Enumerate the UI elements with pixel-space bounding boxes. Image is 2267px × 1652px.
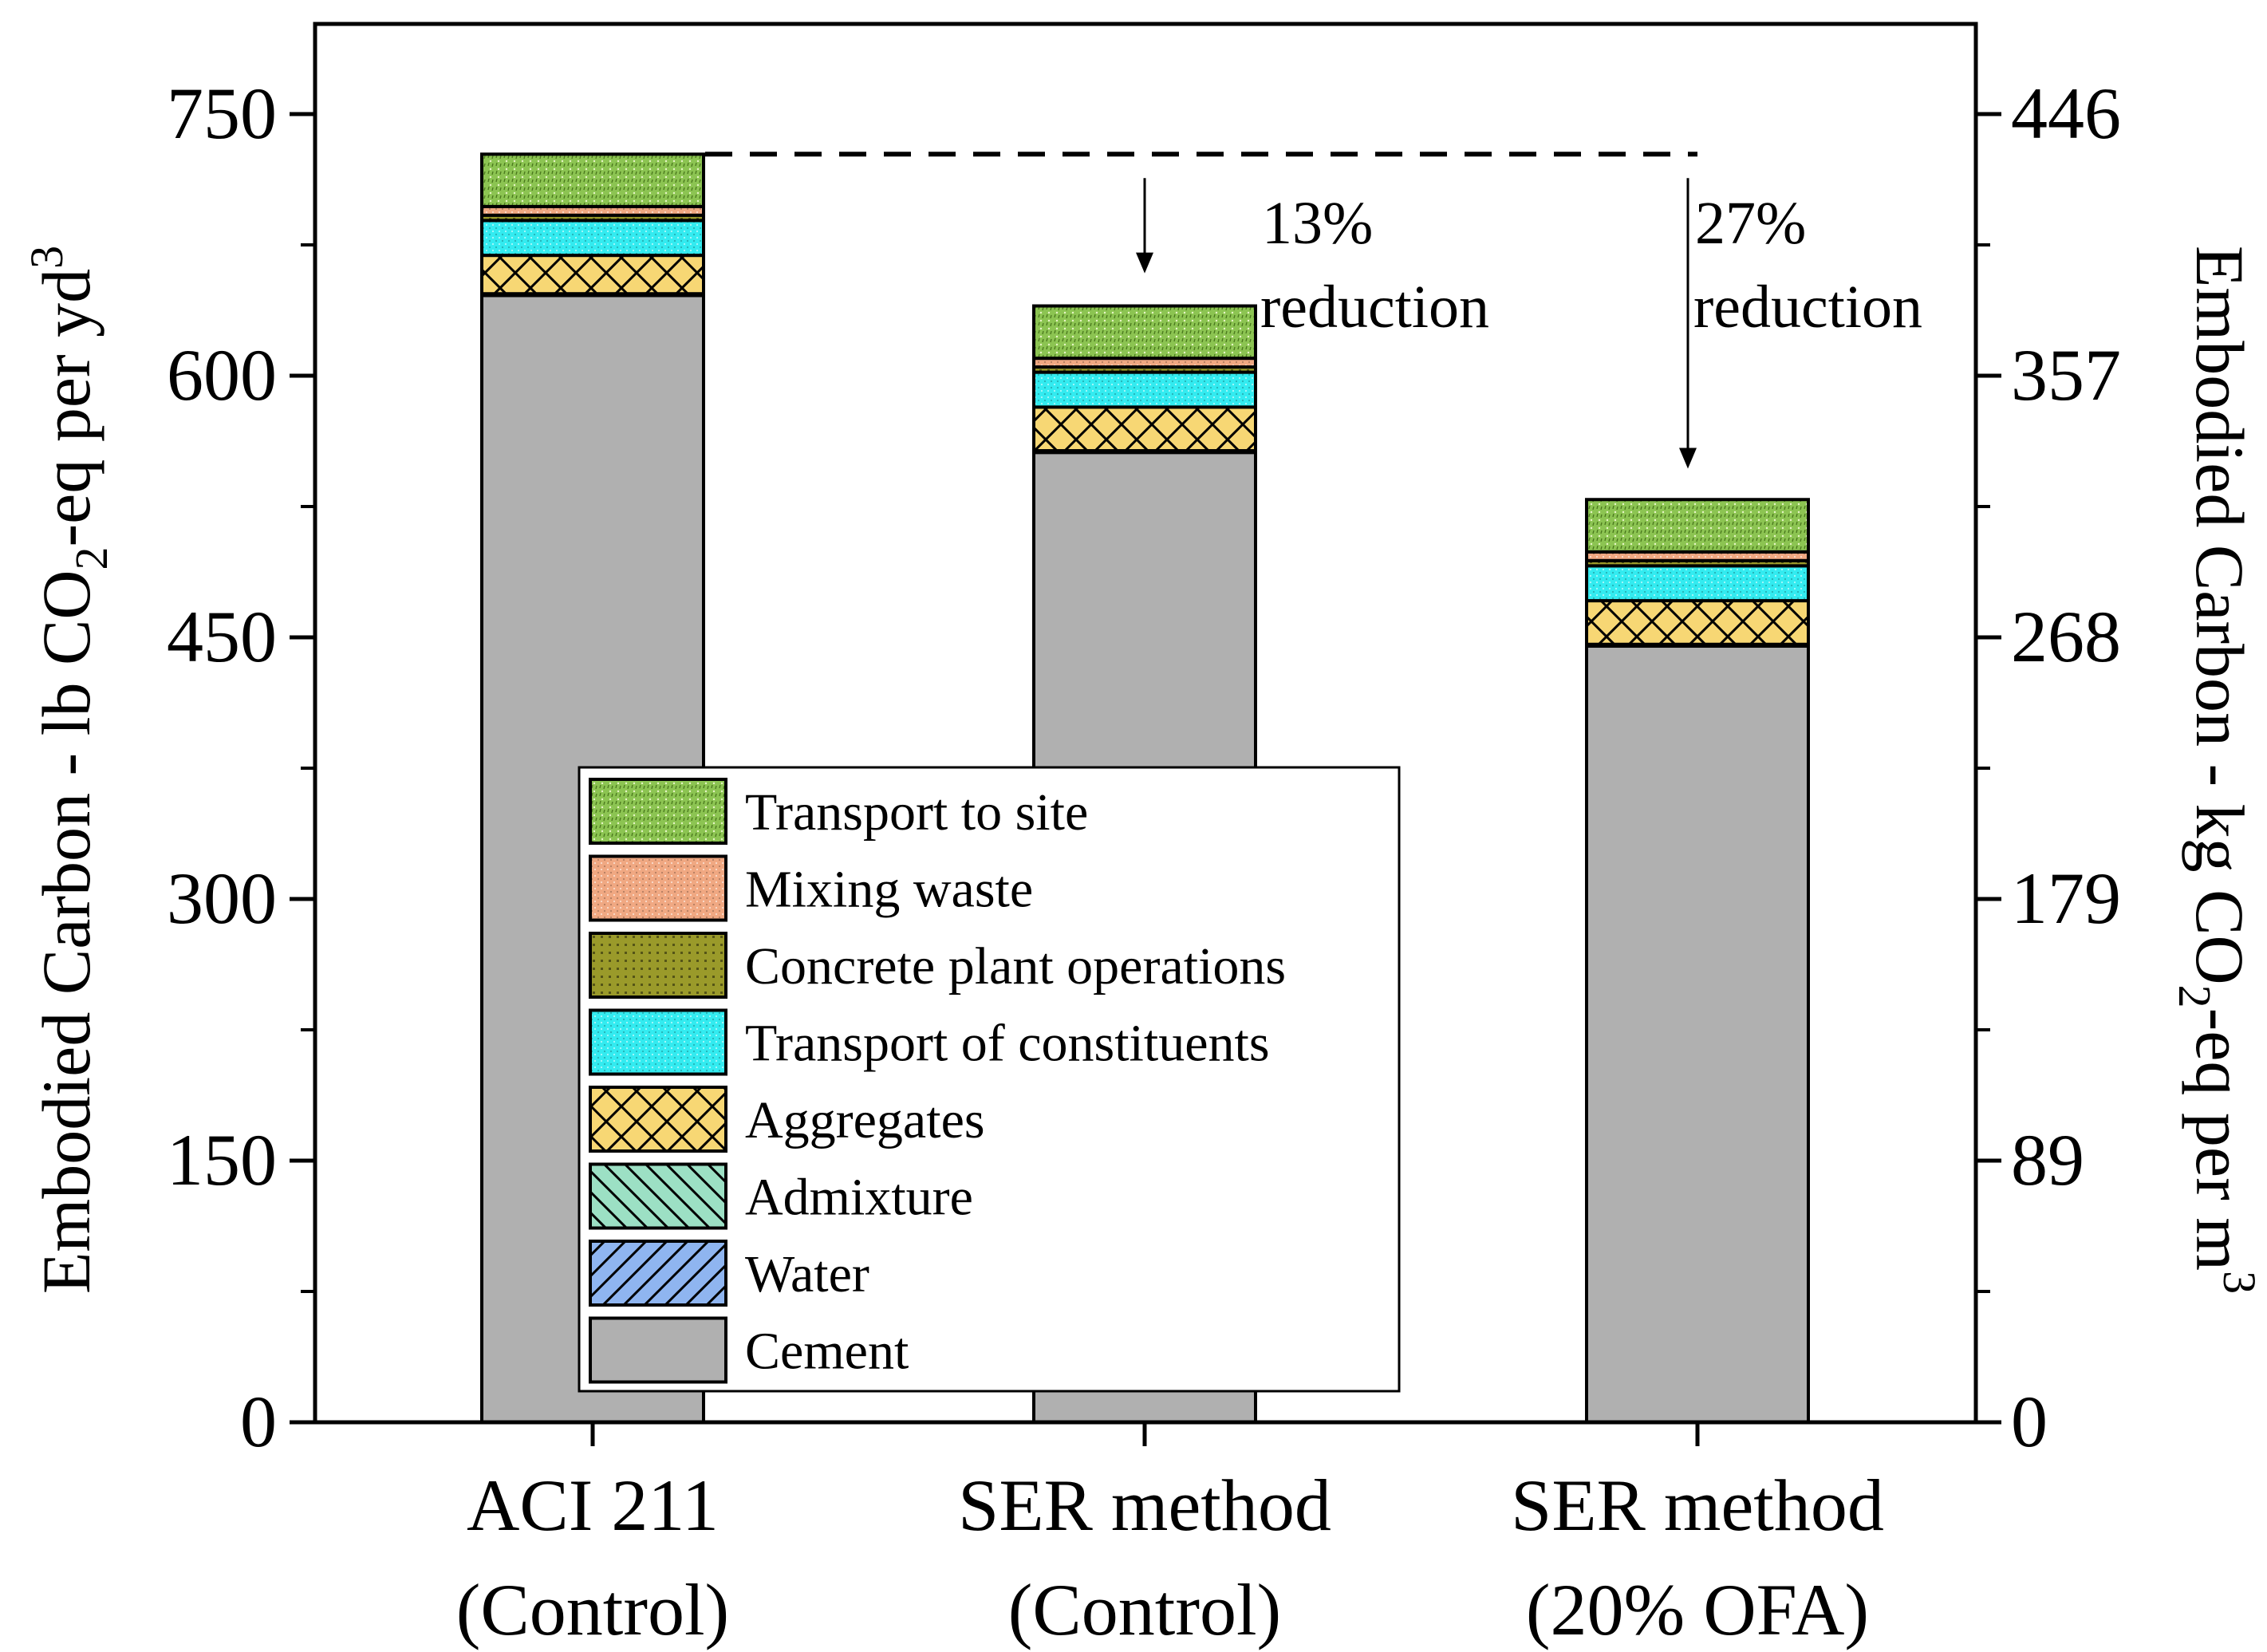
y-left-tick-label: 750 xyxy=(167,73,277,154)
bar-segment-transport-to-site xyxy=(1032,304,1257,361)
y-right-tick-label: 268 xyxy=(2011,596,2121,677)
reduction-word-label: reduction xyxy=(1693,274,1922,341)
bar-segment-cement xyxy=(1585,644,1810,1424)
legend-label-aggregates: Aggregates xyxy=(745,1091,985,1149)
x-category-label: SER method xyxy=(1511,1465,1884,1546)
y-left-tick-label: 600 xyxy=(167,334,277,416)
bar-segment-transport-of-constituents xyxy=(1585,564,1810,603)
reduction-percent-label: 27% xyxy=(1695,190,1806,257)
reduction-word-label: reduction xyxy=(1260,274,1489,341)
reduction-arrow-head xyxy=(1679,447,1697,469)
legend-label-water: Water xyxy=(745,1245,869,1303)
reduction-arrow-head xyxy=(1136,252,1153,274)
bar-segment-transport-of-constituents xyxy=(1032,370,1257,409)
legend-swatch-water xyxy=(589,1240,727,1307)
reduction-percent-label: 13% xyxy=(1262,190,1373,257)
y-right-tick-label: 446 xyxy=(2011,73,2121,154)
legend-label-admixture: Admixture xyxy=(745,1169,973,1227)
bar-segment-transport-of-constituents xyxy=(480,219,705,258)
y-left-tick-label: 150 xyxy=(167,1119,277,1201)
y-right-tick-label: 179 xyxy=(2011,858,2121,939)
legend-label-cement: Cement xyxy=(745,1323,909,1381)
y-axis-title-right: Embodied Carbon - kg CO2-eq per m3 xyxy=(2169,246,2265,1294)
legend-swatch-concrete-plant-operations xyxy=(589,932,727,999)
x-category-label: (20% OFA) xyxy=(1526,1569,1869,1650)
legend-label-transport-of-constituents: Transport of constituents xyxy=(745,1015,1270,1073)
y-left-tick-label: 300 xyxy=(167,858,277,939)
bar-segment-aggregates xyxy=(480,254,705,296)
legend-swatch-transport-of-constituents xyxy=(589,1008,727,1076)
axis-titles: Embodied Carbon - lb CO2-eq per yd3 Embod… xyxy=(21,246,2265,1294)
bar-stack-2 xyxy=(1585,498,1810,1424)
legend-swatch-cement xyxy=(589,1316,727,1384)
bar-segment-aggregates xyxy=(1585,599,1810,646)
x-category-label: (Control) xyxy=(456,1569,729,1650)
bar-segment-aggregates xyxy=(1032,405,1257,453)
annotations-layer: 13% reduction 27% reduction xyxy=(705,152,1922,469)
y-right-tick-label: 89 xyxy=(2011,1119,2084,1201)
y-right-tick-label: 357 xyxy=(2011,334,2121,416)
y-left-tick-label: 450 xyxy=(167,596,277,677)
legend-label-concrete-plant-operations: Concrete plant operations xyxy=(745,937,1286,996)
bar-segment-transport-to-site xyxy=(1585,498,1810,554)
bar-segment-transport-to-site xyxy=(480,152,705,208)
x-category-label: SER method xyxy=(958,1465,1331,1546)
legend-swatch-aggregates xyxy=(589,1086,727,1153)
legend-label-mixing-waste: Mixing waste xyxy=(745,861,1033,919)
legend-label-transport-to-site: Transport to site xyxy=(745,783,1088,842)
legend-swatch-admixture xyxy=(589,1162,727,1230)
y-axis-title-left: Embodied Carbon - lb CO2-eq per yd3 xyxy=(21,246,117,1294)
legend-swatch-transport-to-site xyxy=(589,778,727,845)
legend-swatch-mixing-waste xyxy=(589,854,727,922)
x-category-label: ACI 211 xyxy=(467,1465,719,1546)
x-category-label: (Control) xyxy=(1008,1569,1281,1650)
y-right-tick-label: 0 xyxy=(2011,1381,2048,1462)
y-left-tick-label: 0 xyxy=(240,1381,277,1462)
